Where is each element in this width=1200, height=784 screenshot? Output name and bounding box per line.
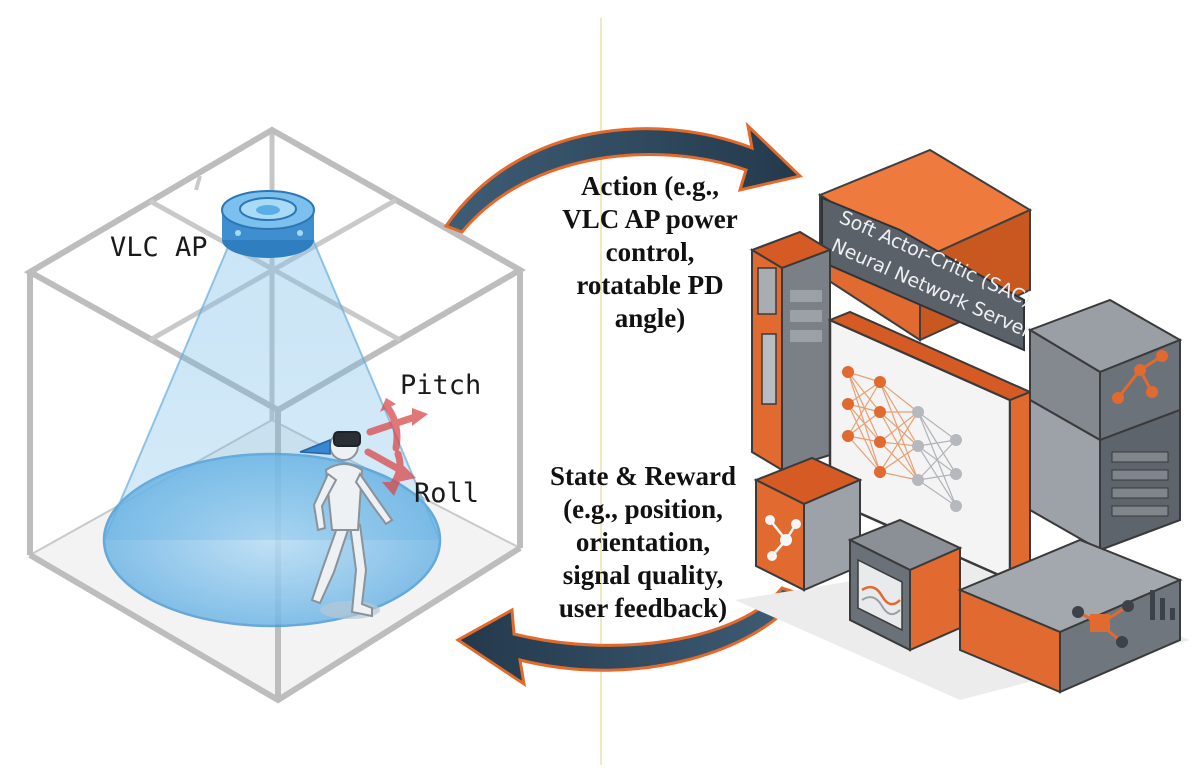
roll-label: Roll [414,478,480,509]
pitch-arrow [366,398,428,452]
flow-icon [1072,590,1175,648]
vlc-ap-fixture [221,190,315,258]
action-line: rotatable PD [576,270,724,300]
state-reward-arrow [455,586,803,688]
room-floor-edge [28,545,522,704]
action-line: Action (e.g., [581,171,719,201]
sac-server: Soft Actor-Critic (SAC) Neural Network S… [735,148,1190,700]
action-line: angle) [614,303,686,333]
state-reward-description: State & Reward (e.g., position, orientat… [528,460,758,625]
vlc-ap-label: VLC AP [110,232,208,263]
vlc-room [23,126,527,704]
network-node-icon [765,515,801,561]
ceiling-beam [194,175,202,191]
light-cone [104,228,440,540]
neural-network-icon [842,366,962,512]
action-arrow [443,121,804,234]
roll-arrow [364,448,416,496]
state-line: State & Reward [550,461,736,491]
action-description: Action (e.g., VLC AP power control, rota… [530,170,770,335]
state-line: (e.g., position, [563,494,723,524]
state-line: signal quality, [562,560,724,590]
action-line: control, [605,237,695,267]
state-line: orientation, [575,527,711,557]
action-line: VLC AP power [562,204,738,234]
vr-user-figure [299,431,394,619]
state-line: user feedback) [558,593,728,623]
pitch-label: Pitch [400,370,482,401]
